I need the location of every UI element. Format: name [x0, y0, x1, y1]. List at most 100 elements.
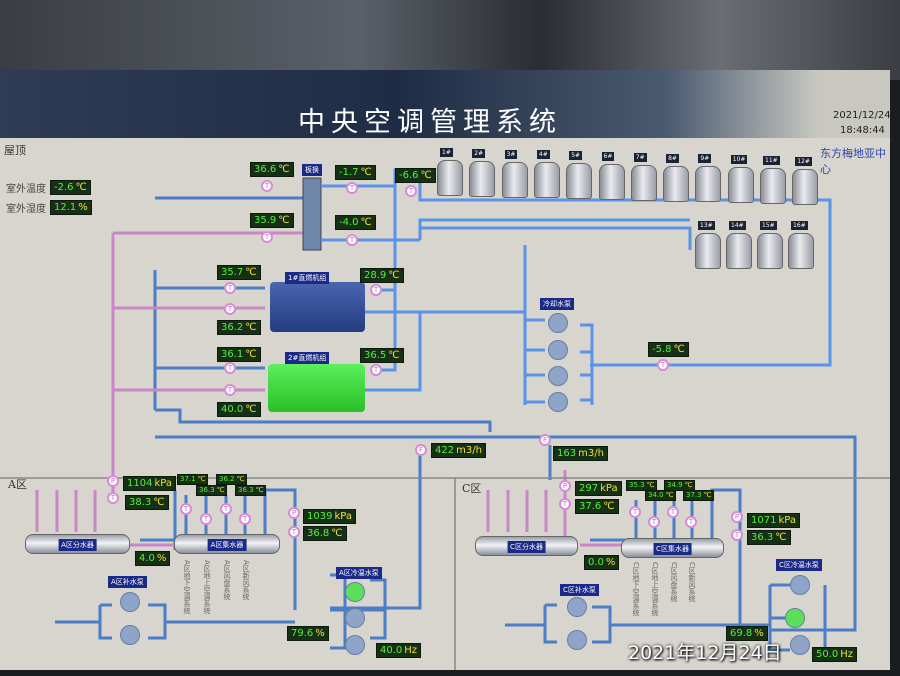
flow-sensor-icon[interactable]: F — [415, 444, 427, 456]
cooling-tower[interactable]: 15# — [757, 221, 783, 273]
chiller-2[interactable] — [268, 364, 365, 412]
outdoor-temp-label: 室外温度 — [6, 184, 46, 195]
temp-sensor-icon[interactable]: T — [346, 182, 358, 194]
chiller-2-out-temp: 40.0℃ — [217, 402, 261, 417]
zone-c-branch-label: C区地上空调系统 — [651, 562, 659, 616]
zone-a-return-temp: 36.8℃ — [303, 526, 347, 541]
cooling-tower[interactable]: 11# — [760, 156, 786, 208]
title-bar: 中央空调管理系统 2021/12/24 18:48:44 — [0, 70, 890, 138]
time: 18:48:44 — [840, 125, 885, 136]
cooling-pump-2[interactable] — [548, 340, 568, 360]
temp-sensor-icon[interactable]: T — [180, 503, 192, 515]
temp-sensor-icon[interactable]: T — [261, 231, 273, 243]
zone-c-return-header[interactable]: C区集水器 — [621, 538, 724, 558]
pressure-sensor-icon[interactable]: P — [288, 507, 300, 519]
cooling-tower[interactable]: 1# — [437, 148, 463, 200]
zone-a-supply-header[interactable]: A区分水器 — [25, 534, 130, 554]
zone-c-circ-pump-2[interactable] — [785, 608, 805, 628]
zone-a-makeup-pump-1[interactable] — [120, 592, 140, 612]
zone-a-makeup-pump-2[interactable] — [120, 625, 140, 645]
cooling-tower[interactable]: 9# — [695, 154, 722, 206]
cooling-tower[interactable]: 5# — [566, 151, 593, 203]
cooling-tower[interactable]: 6# — [598, 152, 625, 204]
zone-c-return-temp: 36.3℃ — [747, 530, 791, 545]
cooling-tower[interactable]: 16# — [788, 221, 814, 273]
outdoor-humidity: 12.1% — [50, 200, 92, 215]
temp-sensor-icon[interactable]: T — [648, 516, 660, 528]
cooling-tower[interactable]: 10# — [727, 155, 754, 207]
cooling-tower-icon — [598, 164, 625, 200]
cooling-tower-icon — [788, 233, 814, 269]
temp-sensor-icon[interactable]: T — [220, 503, 232, 515]
cooling-tower[interactable]: 4# — [533, 150, 560, 202]
cooling-tower-icon — [726, 233, 752, 269]
org-name: 东方梅地亚中心 — [820, 147, 886, 176]
zone-a-supply-header-label: A区分水器 — [58, 539, 97, 551]
pressure-sensor-icon[interactable]: P — [107, 475, 119, 487]
zone-c-branch-label: C区风盘系统 — [670, 562, 678, 602]
zone-a-return-header[interactable]: A区集水器 — [174, 534, 280, 554]
pressure-sensor-icon[interactable]: P — [559, 480, 571, 492]
cooling-tower[interactable]: 7# — [630, 152, 657, 205]
temp-sensor-icon[interactable]: T — [370, 284, 382, 296]
tower-temp: -6.6℃ — [395, 168, 436, 183]
cooling-tower-icon — [630, 164, 657, 201]
cooling-tower[interactable]: 13# — [695, 221, 721, 273]
temp-sensor-icon[interactable]: T — [559, 498, 571, 510]
chiller-2-label: 2#直燃机组 — [285, 352, 330, 364]
temp-sensor-icon[interactable]: T — [685, 516, 697, 528]
zone-a-label: A区 — [8, 478, 27, 491]
chiller-1[interactable] — [270, 282, 365, 332]
cooling-tower-label: 15# — [760, 221, 777, 230]
temp-sensor-icon[interactable]: T — [667, 506, 679, 518]
cooling-tower-icon — [695, 233, 721, 269]
temp-sensor-icon[interactable]: T — [224, 362, 236, 374]
temp-sensor-icon[interactable]: T — [224, 303, 236, 315]
temp-sensor-icon[interactable]: T — [239, 513, 251, 525]
temp-sensor-icon[interactable]: T — [288, 526, 300, 538]
temp-sensor-icon[interactable]: T — [261, 180, 273, 192]
zone-a-circ-pump-1[interactable] — [345, 582, 365, 602]
cooling-pump-3[interactable] — [548, 366, 568, 386]
zone-c-makeup-pump-2[interactable] — [567, 630, 587, 650]
page-title: 中央空调管理系统 — [298, 107, 562, 138]
chiller-2-in-temp: 36.1℃ — [217, 347, 261, 362]
zone-c-makeup-pump-1[interactable] — [567, 597, 587, 617]
temp-sensor-icon[interactable]: T — [346, 234, 358, 246]
cooling-tower[interactable]: 3# — [501, 149, 528, 202]
cooling-tower[interactable]: 12# — [792, 156, 819, 209]
zone-a-circ-pump-2[interactable] — [345, 608, 365, 628]
zone-a-circ-pump-3[interactable] — [345, 635, 365, 655]
temp-sensor-icon[interactable]: T — [629, 506, 641, 518]
cooling-tower[interactable]: 8# — [663, 153, 690, 206]
cooling-tower-label: 7# — [633, 152, 647, 162]
temp-sensor-icon[interactable]: T — [200, 513, 212, 525]
zone-c-supply-header[interactable]: C区分水器 — [475, 536, 578, 556]
temp-sensor-icon[interactable]: T — [731, 529, 743, 541]
temp-sensor-icon[interactable]: T — [657, 359, 669, 371]
zone-c-branch-label: C区地下空调系统 — [632, 562, 640, 616]
pressure-sensor-icon[interactable]: P — [731, 511, 743, 523]
flow-sensor-icon[interactable]: F — [539, 434, 551, 446]
temp-sensor-icon[interactable]: T — [370, 364, 382, 376]
roof-label: 屋顶 — [4, 144, 26, 157]
temp-sensor-icon[interactable]: T — [224, 282, 236, 294]
cooling-tower-label: 5# — [569, 151, 583, 161]
cooling-tower[interactable]: 14# — [726, 221, 752, 273]
zone-c-circ-pump-3[interactable] — [790, 635, 810, 655]
zone-a-circ-pump-label: A区冷温水泵 — [336, 567, 382, 579]
chiller-1-label: 1#直燃机组 — [285, 272, 330, 284]
cooling-pump-4[interactable] — [548, 392, 568, 412]
temp-sensor-icon[interactable]: T — [107, 492, 119, 504]
cooling-tower[interactable]: 2# — [469, 148, 496, 201]
zone-c-makeup-pump-label: C区补水泵 — [560, 584, 599, 596]
temp-sensor-icon[interactable]: T — [224, 384, 236, 396]
zone-a-makeup-pump-label: A区补水泵 — [108, 576, 147, 588]
zone-c-circ-pump-1[interactable] — [790, 575, 810, 595]
hx-hot-out-temp: 35.9℃ — [250, 213, 294, 228]
temp-sensor-icon[interactable]: T — [405, 185, 417, 197]
cooling-pump-1[interactable] — [548, 313, 568, 333]
cooling-tower-icon — [469, 160, 496, 197]
